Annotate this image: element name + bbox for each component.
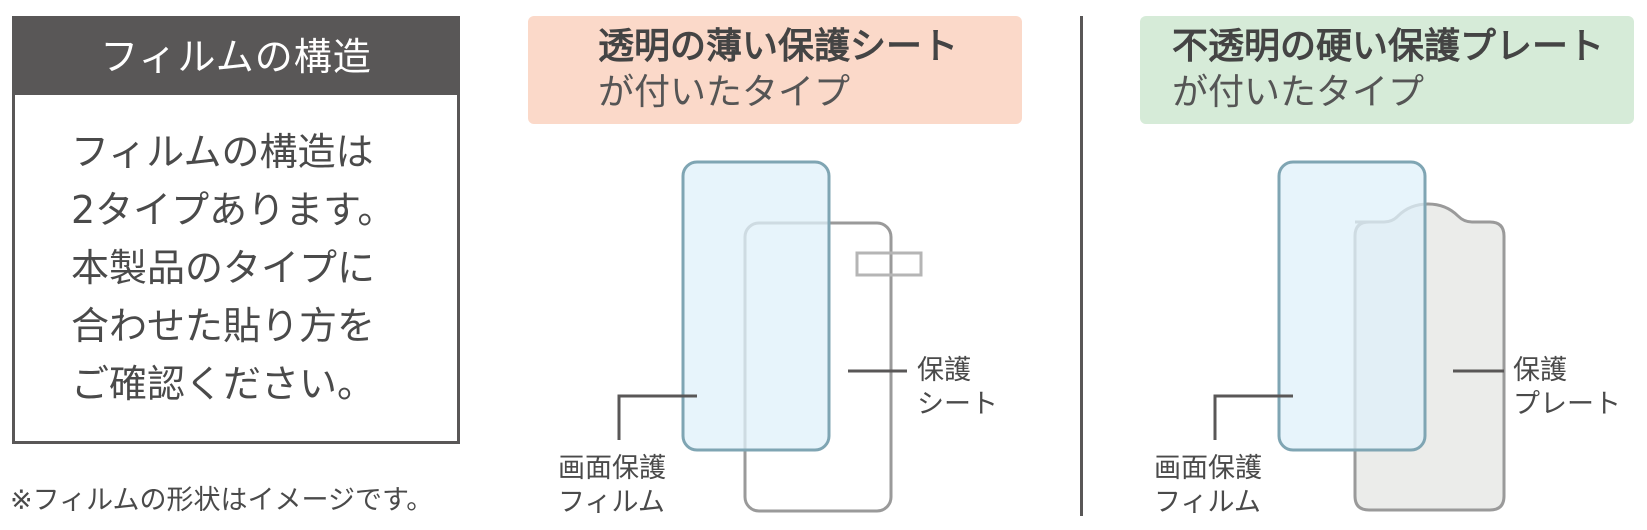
sheet-label-line1: 保護 [917, 355, 971, 386]
type-a-title: 透明の薄い保護シート [598, 26, 959, 67]
section-divider [1080, 16, 1083, 516]
plate-label: 保護 プレート [1513, 354, 1621, 422]
film-b-leader-line [1213, 394, 1293, 440]
plate-label-line2: プレート [1513, 389, 1621, 420]
structure-info-box: フィルムの構造 フィルムの構造は 2タイプあります。 本製品のタイプに 合わせた… [12, 16, 460, 444]
sheet-label: 保護 シート [917, 354, 998, 422]
structure-title: フィルムの構造 [15, 19, 457, 95]
film-b-label-line2: フィルム [1154, 487, 1261, 518]
film-a-leader-line [617, 394, 697, 440]
film-b-label: 画面保護 フィルム [1154, 452, 1262, 520]
film-a-label: 画面保護 フィルム [558, 452, 666, 520]
screen-film-a [681, 160, 831, 452]
type-a-banner: 透明の薄い保護シート が付いたタイプ [528, 16, 1022, 124]
type-b-title: 不透明の硬い保護プレート [1172, 26, 1605, 67]
description-line: ご確認ください。 [71, 362, 376, 406]
description-line: 本製品のタイプに [71, 246, 376, 290]
sheet-label-line2: シート [917, 389, 998, 420]
film-a-label-line2: フィルム [558, 487, 665, 518]
screen-film-b [1277, 160, 1427, 452]
structure-description: フィルムの構造は 2タイプあります。 本製品のタイプに 合わせた貼り方を ご確認… [15, 95, 457, 413]
shape-note: ※フィルムの形状はイメージです。 [10, 485, 434, 516]
description-line: フィルムの構造は [71, 130, 374, 174]
type-b-subtitle: が付いたタイプ [1172, 72, 1425, 113]
description-line: 2タイプあります。 [71, 188, 396, 232]
film-b-label-line1: 画面保護 [1154, 453, 1262, 484]
plate-label-line1: 保護 [1513, 355, 1567, 386]
camera-cutout [855, 251, 923, 277]
type-a-subtitle: が付いたタイプ [598, 72, 851, 113]
film-a-label-line1: 画面保護 [558, 453, 666, 484]
description-line: 合わせた貼り方を [71, 304, 376, 348]
type-b-banner: 不透明の硬い保護プレート が付いたタイプ [1140, 16, 1634, 124]
